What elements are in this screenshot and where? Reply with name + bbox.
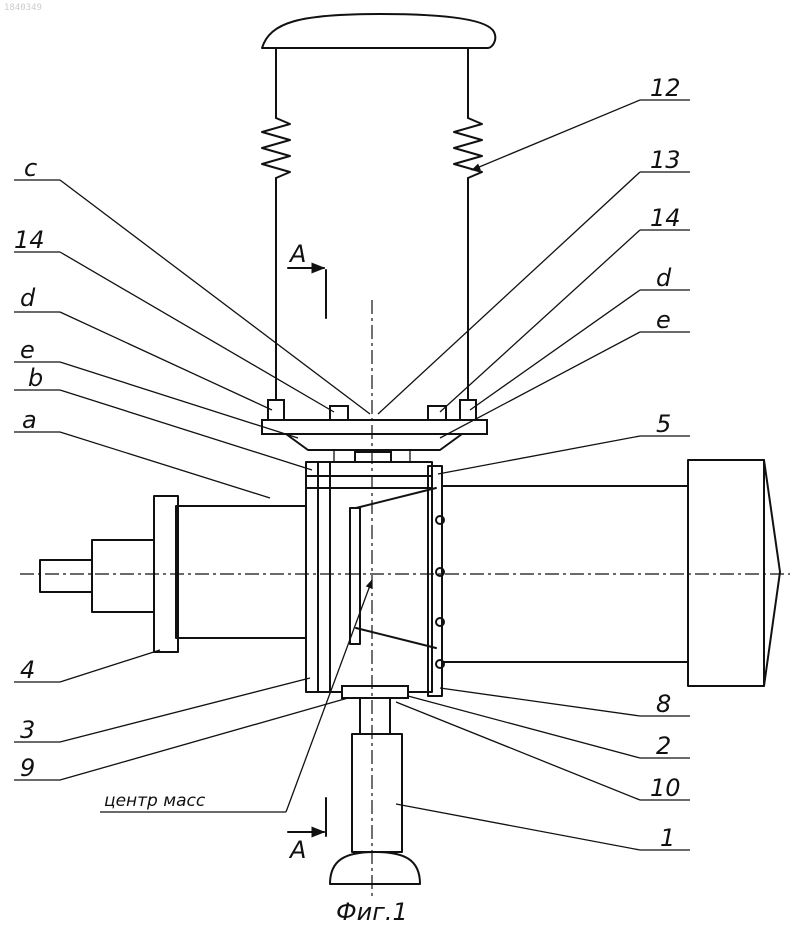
label-2: 2 [656, 732, 671, 760]
label-3: 3 [20, 716, 35, 744]
bottom-shaft [352, 698, 402, 852]
label-10: 10 [650, 774, 681, 802]
section-label-top: A [288, 240, 306, 268]
right-labels: 12 13 14 d e 5 8 2 10 1 [650, 74, 681, 852]
inner-member [350, 488, 436, 648]
label-d-right: d [656, 264, 672, 292]
left-labels: c 14 d e b a 4 3 9 [14, 154, 45, 782]
label-12: 12 [650, 74, 681, 102]
top-plate [262, 420, 487, 462]
label-1: 1 [660, 824, 675, 852]
watermark-text: 1840349 [4, 3, 42, 13]
figure-caption: Фиг.1 [336, 898, 408, 926]
center-of-mass-label: центр масс [104, 791, 206, 811]
label-d-left: d [20, 284, 36, 312]
label-e-left: e [20, 336, 35, 364]
label-e-right: e [656, 306, 671, 334]
motor-body [442, 460, 780, 686]
section-marker-bottom: A [288, 798, 326, 864]
label-14-left: 14 [14, 226, 45, 254]
label-4: 4 [20, 656, 35, 684]
section-label-bottom: A [288, 836, 306, 864]
bottom-support [330, 852, 420, 884]
label-c: c [24, 154, 37, 182]
spring-suspension-left [262, 48, 290, 402]
label-5: 5 [656, 410, 671, 438]
label-13: 13 [650, 146, 681, 174]
spring-suspension-right [454, 48, 482, 402]
label-14-right: 14 [650, 204, 681, 232]
label-9: 9 [20, 754, 35, 782]
label-8: 8 [656, 690, 671, 718]
label-b: b [28, 364, 43, 392]
housing [306, 462, 442, 698]
section-marker-top: A [288, 240, 326, 318]
label-a: a [22, 406, 37, 434]
top-support [262, 14, 495, 48]
